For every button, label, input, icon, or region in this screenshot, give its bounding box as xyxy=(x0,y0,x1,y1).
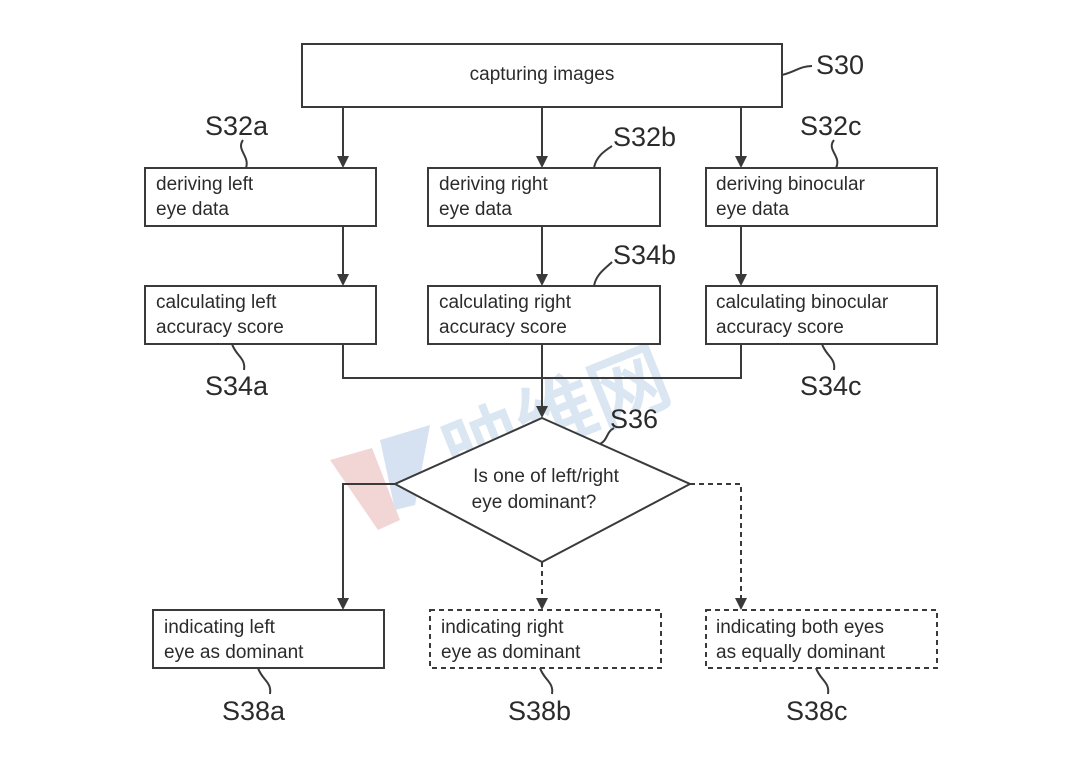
step-s36-label: S36 xyxy=(610,404,658,434)
step-s34a-text-line1: calculating left xyxy=(156,292,277,313)
step-s38a-box xyxy=(152,609,385,669)
step-s34c-box xyxy=(705,285,938,345)
step-s38b-text-line1: indicating right xyxy=(441,617,564,638)
step-s38b: indicating right eye as dominant S38b xyxy=(429,609,662,726)
step-s38a-leader xyxy=(257,667,272,695)
step-s32c-box xyxy=(705,167,938,227)
arrowhead xyxy=(536,274,548,286)
arrowhead xyxy=(536,598,548,610)
step-s32b-leader xyxy=(593,145,613,169)
arrowhead xyxy=(735,598,747,610)
step-s32a-label: S32a xyxy=(205,111,269,141)
step-s34b-text-line1: calculating right xyxy=(439,292,572,313)
arrowhead xyxy=(536,406,548,418)
step-s34c-text-line2: accuracy score xyxy=(716,317,844,338)
arrowhead xyxy=(735,156,747,168)
step-s38c-leader xyxy=(815,667,830,695)
step-s38b-label: S38b xyxy=(508,696,571,726)
step-s34a-label: S34a xyxy=(205,371,269,401)
step-s32c-text-line1: deriving binocular xyxy=(716,174,866,195)
step-s36-leader xyxy=(599,427,615,445)
step-s34b-text-line2: accuracy score xyxy=(439,317,567,338)
step-s38a: indicating left eye as dominant S38a xyxy=(152,609,385,726)
connector-s36-s38a xyxy=(342,483,395,602)
step-s34b-leader xyxy=(593,261,613,287)
arrowhead xyxy=(735,274,747,286)
step-s34a-box xyxy=(144,285,377,345)
step-s38c-label: S38c xyxy=(786,696,848,726)
step-s32b-text-line1: deriving right xyxy=(439,174,548,195)
arrowhead xyxy=(337,156,349,168)
step-s34a: calculating left accuracy score S34a xyxy=(144,285,377,401)
step-s38a-text-line2: eye as dominant xyxy=(164,642,304,663)
arrowhead xyxy=(337,598,349,610)
step-s38b-text-line2: eye as dominant xyxy=(441,642,581,663)
step-s30-label: S30 xyxy=(816,50,864,80)
connectors xyxy=(337,107,747,610)
step-s34a-leader xyxy=(231,343,246,371)
step-s34c: calculating binocular accuracy score S34… xyxy=(705,285,938,401)
step-s34a-text-line2: accuracy score xyxy=(156,317,284,338)
step-s32a-text-line2: eye data xyxy=(156,199,229,220)
step-s32c-leader xyxy=(830,139,839,169)
step-s38c-text-line2: as equally dominant xyxy=(716,642,886,663)
step-s32b-text-line2: eye data xyxy=(439,199,512,220)
step-s38a-label: S38a xyxy=(222,696,286,726)
step-s32b-label: S32b xyxy=(613,122,676,152)
step-s30-box xyxy=(301,43,783,108)
step-s36-text-line1: Is one of left/right xyxy=(473,466,619,487)
arrowhead xyxy=(337,274,349,286)
step-s32c-text-line2: eye data xyxy=(716,199,789,220)
step-s32c: deriving binocular eye data S32c xyxy=(705,111,938,227)
step-s38c-text-line1: indicating both eyes xyxy=(716,617,884,638)
step-s32a-box xyxy=(144,167,377,227)
step-s36: Is one of left/right eye dominant? S36 xyxy=(392,404,693,564)
step-s38c: indicating both eyes as equally dominant… xyxy=(705,609,938,726)
watermark-logo-left xyxy=(330,448,400,530)
step-s34b-box xyxy=(427,285,661,345)
step-s32a: deriving left eye data S32a xyxy=(144,111,377,227)
step-s38c-box xyxy=(705,609,938,669)
step-s36-text-line2: eye dominant? xyxy=(472,492,597,513)
step-s38b-leader xyxy=(539,667,554,695)
step-s34b: calculating right accuracy score S34b xyxy=(427,240,676,345)
step-s30-leader xyxy=(781,65,813,76)
step-s32b: deriving right eye data S32b xyxy=(427,122,676,227)
step-s30: capturing images S30 xyxy=(301,43,864,108)
step-s32c-label: S32c xyxy=(800,111,862,141)
step-s32b-box xyxy=(427,167,661,227)
step-s32a-text-line1: deriving left xyxy=(156,174,254,195)
arrowhead xyxy=(536,156,548,168)
step-s30-text: capturing images xyxy=(470,64,615,85)
step-s34c-label: S34c xyxy=(800,371,862,401)
step-s38b-box xyxy=(429,609,662,669)
step-s38a-text-line1: indicating left xyxy=(164,617,276,638)
step-s34b-label: S34b xyxy=(613,240,676,270)
connector-s36-s38c xyxy=(690,483,742,602)
step-s36-diamond xyxy=(392,416,693,564)
step-s34c-text-line1: calculating binocular xyxy=(716,292,889,313)
step-s34c-leader xyxy=(821,343,836,371)
step-s32a-leader xyxy=(240,139,248,169)
